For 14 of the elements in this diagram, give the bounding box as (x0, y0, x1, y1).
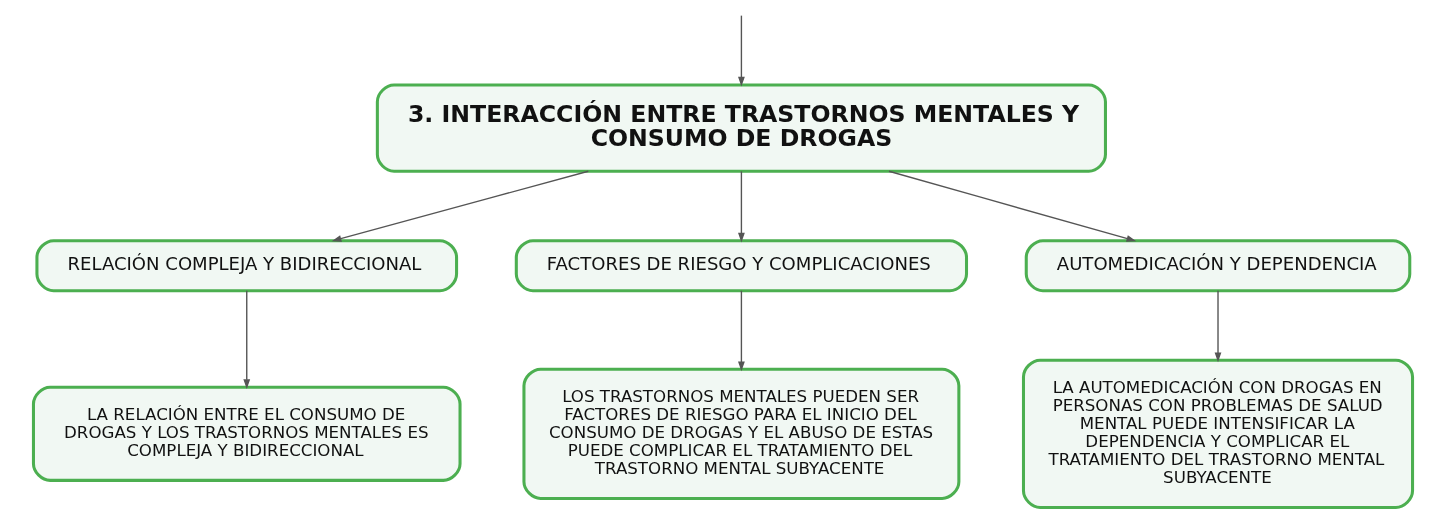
arrow (1214, 289, 1221, 362)
node-box: AUTOMEDICACIÓN Y DEPENDENCIA (1024, 238, 1411, 292)
node-box: RELACIÓN COMPLEJA Y BIDIRECCIONAL (34, 238, 458, 292)
node-box: FACTORES DE RIESGO Y COMPLICACIONES (514, 238, 968, 292)
node-box: LA AUTOMEDICACIÓN CON DROGAS EN PERSONAS CON PROBLEMAS DE SALUD MENTAL PUEDE INTENSIFICAR LA DEPENDENCIA Y COMPLICAR EL TRATAMIENTO DEL TRASTORNO MENTAL SUBYACENTE (1021, 358, 1414, 509)
arrow (737, 289, 745, 371)
node-box: 3. INTERACCIÓN ENTRE TRASTORNOS MENTALES Y CONSUMO DE DROGAS (375, 83, 1107, 173)
arrow (737, 14, 745, 87)
arrow (331, 170, 589, 242)
arrow (887, 170, 1136, 242)
arrow (242, 289, 250, 389)
node-box: LOS TRASTORNOS MENTALES PUEDEN SER FACTORES DE RIESGO PARA EL INICIO DEL CONSUMO DE DROGAS Y EL ABUSO DE ESTAS PUEDE COMPLICAR EL TRATAMIENTO DEL TRASTORNO MENTAL SUBYACENTE (521, 367, 960, 500)
node-box: LA RELACIÓN ENTRE EL CONSUMO DE DROGAS Y LOS TRASTORNOS MENTALES ES COMPLEJA Y BIDIRECCIONAL (31, 385, 462, 482)
arrow (737, 170, 745, 243)
